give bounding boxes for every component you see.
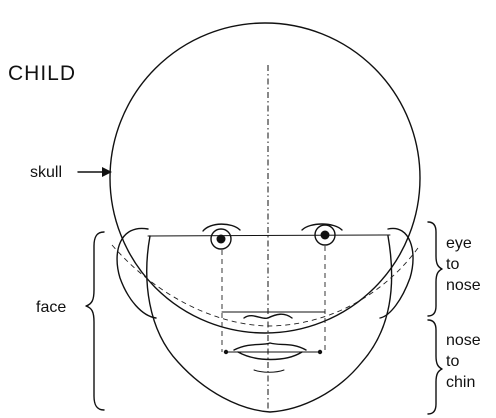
eye-to-nose-label-1: eye — [446, 235, 472, 252]
skull-lower-arc — [112, 245, 418, 326]
mouth — [234, 343, 306, 372]
eye-to-nose-label-3: nose — [446, 277, 481, 294]
right-ear — [380, 228, 413, 318]
eye-to-nose-label-2: to — [446, 256, 459, 273]
eye-line — [148, 235, 390, 236]
nose-to-chin-label-1: nose — [446, 332, 481, 349]
mouth-left-dot — [224, 350, 228, 354]
diagram-title: CHILD — [8, 62, 76, 85]
right-eye — [302, 224, 342, 245]
skull-circle — [110, 23, 420, 333]
nose-to-chin-brace — [428, 320, 442, 414]
skull-label: skull — [30, 164, 62, 181]
nose — [244, 314, 292, 318]
nose-to-chin-label-3: chin — [446, 374, 475, 391]
face-brace — [86, 232, 104, 410]
nose-to-chin-label-2: to — [446, 353, 459, 370]
mouth-right-dot — [318, 350, 322, 354]
eye-to-nose-brace — [428, 222, 442, 316]
face-label: face — [36, 299, 66, 316]
left-eye — [203, 224, 240, 249]
face-outline — [147, 236, 392, 412]
skull-arrow — [78, 167, 112, 177]
